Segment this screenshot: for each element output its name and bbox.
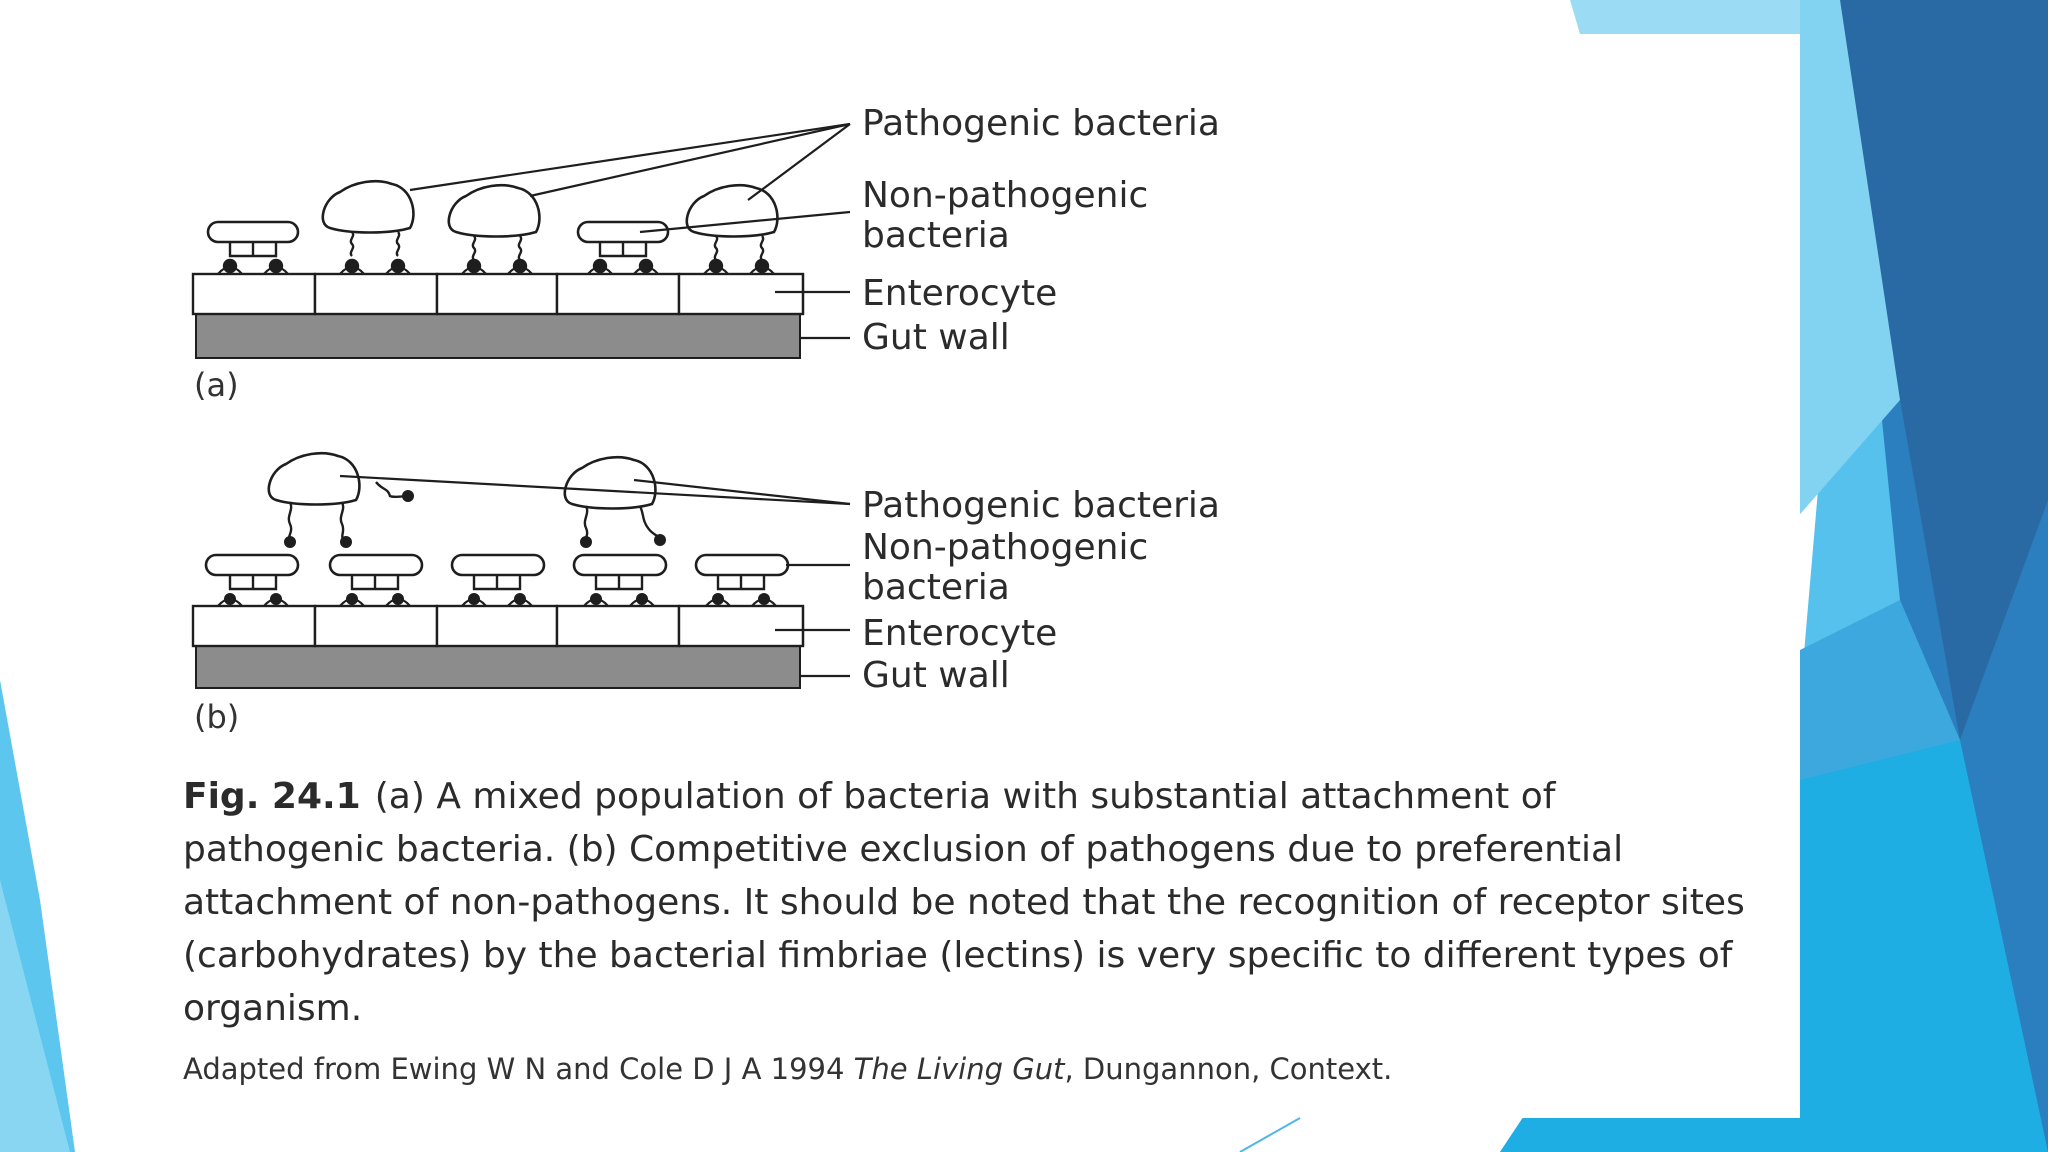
figure-caption: Fig. 24.1(a) A mixed population of bacte… xyxy=(183,770,1753,1035)
pathogenic-bacteria-b xyxy=(267,451,657,510)
source-suffix: , Dungannon, Context. xyxy=(1064,1052,1393,1086)
non-pathogenic-bacteria-b xyxy=(204,553,790,577)
panel-a-label: (a) xyxy=(194,366,239,404)
source-title: The Living Gut xyxy=(853,1052,1065,1086)
label-a-pathogenic: Pathogenic bacteria xyxy=(862,103,1220,144)
label-b-gut-wall: Gut wall xyxy=(862,655,1010,696)
panel-b-drawing xyxy=(191,451,851,689)
receptors-b xyxy=(224,593,770,605)
label-a-gut-wall: Gut wall xyxy=(862,317,1010,358)
source-prefix: Adapted from Ewing W N and Cole D J A 19… xyxy=(183,1052,854,1086)
source-citation: Adapted from Ewing W N and Cole D J A 19… xyxy=(183,1052,1753,1086)
label-a-non-pathogenic-line1: Non-pathogenic xyxy=(862,175,1149,216)
non-pathogenic-bacteria-a xyxy=(206,220,670,244)
gut-wall-a xyxy=(195,313,801,359)
receptors-a xyxy=(222,258,770,274)
panel-a-drawing xyxy=(191,122,851,359)
label-b-non-pathogenic-line2: bacteria xyxy=(862,567,1010,608)
caption-text: (a) A mixed population of bacteria with … xyxy=(183,776,1745,1029)
leader-lines-a xyxy=(409,122,851,340)
pathogenic-bacteria-a xyxy=(321,179,779,238)
leader-lines-b xyxy=(339,474,851,678)
label-b-enterocyte: Enterocyte xyxy=(862,613,1058,654)
gut-wall-b xyxy=(195,645,801,689)
label-a-non-pathogenic-line2: bacteria xyxy=(862,215,1010,256)
label-b-non-pathogenic-line1: Non-pathogenic xyxy=(862,527,1149,568)
label-a-enterocyte: Enterocyte xyxy=(862,273,1058,314)
figure-number: Fig. 24.1 xyxy=(183,776,361,817)
enterocyte-row-a xyxy=(191,272,805,316)
enterocyte-row-b xyxy=(191,604,805,648)
label-b-pathogenic: Pathogenic bacteria xyxy=(862,485,1220,526)
panel-b-label: (b) xyxy=(194,698,240,736)
